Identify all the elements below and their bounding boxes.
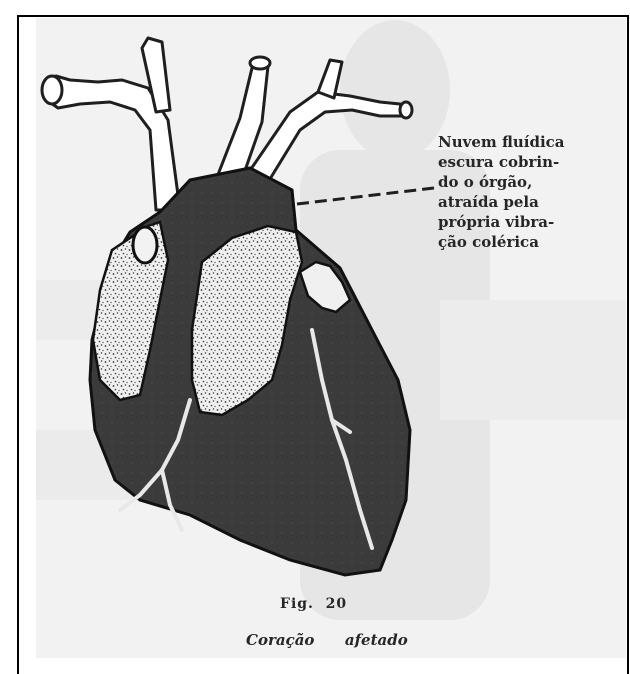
figure-caption: Coração afetado — [246, 631, 408, 649]
annotation-text: Nuvem fluídica escura cobrin- do o órgão… — [438, 132, 565, 252]
figure-number: Fig. 20 — [280, 596, 347, 612]
vessel-opening — [133, 227, 157, 263]
